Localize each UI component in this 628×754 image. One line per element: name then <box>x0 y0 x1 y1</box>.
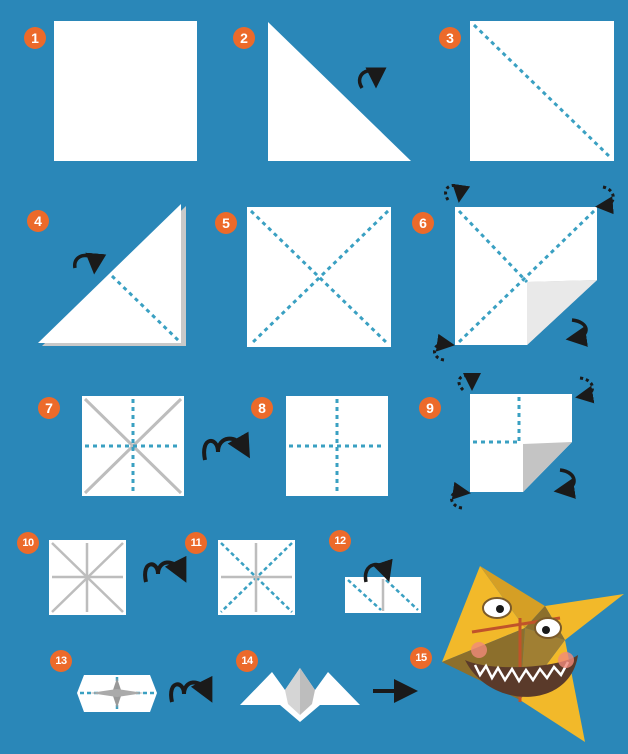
step-2-badge: 2 <box>233 27 255 49</box>
step-9-fold-corner-arrow-icon-tr <box>580 378 593 396</box>
step-11-badge: 11 <box>185 532 207 554</box>
step-13-badge: 13 <box>50 650 72 672</box>
step-15-cheek-left <box>471 642 487 658</box>
step-5-badge: 5 <box>215 212 237 234</box>
step-1-square-paper <box>54 21 197 161</box>
step-8-badge: 8 <box>251 397 273 419</box>
step-9-fold-corner-arrow-icon-bl <box>452 492 463 508</box>
step-4-badge: 4 <box>27 210 49 232</box>
step-3-badge: 3 <box>439 27 461 49</box>
step-7-badge: 7 <box>38 397 60 419</box>
step-15-badge: 15 <box>410 647 432 669</box>
step-7-turn-over-arrow-icon <box>204 439 244 460</box>
step-6-fold-corner-arrow-icon-tl <box>446 185 461 200</box>
step-4-turn-over-arrow-icon <box>75 255 95 268</box>
step-9-fold-corner-arrow-icon-tl <box>459 376 472 390</box>
step-10-badge: 10 <box>17 532 39 554</box>
step-9-folded-corner <box>523 442 572 492</box>
step-6-folded-flap <box>527 280 597 345</box>
step-13-turn-over-arrow-icon <box>171 682 207 702</box>
step-10-turn-over-arrow-icon <box>145 562 181 582</box>
step-6-badge: 6 <box>412 212 434 234</box>
step-2-triangle <box>268 22 411 161</box>
step-2-turn-over-arrow-icon <box>360 71 376 88</box>
step-1-badge: 1 <box>24 27 46 49</box>
step-6-fold-corner-arrow-icon-bl <box>434 344 446 360</box>
step-9-badge: 9 <box>419 397 441 419</box>
step-9-fold-corner-arrow-icon-br <box>560 470 574 490</box>
step-15-finished-fortune-teller <box>442 566 624 742</box>
step-14-badge: 14 <box>236 650 258 672</box>
step-12-badge: 12 <box>329 530 351 552</box>
step-15-cheek-right <box>558 652 574 668</box>
step-6-fold-corner-arrow-icon-br <box>572 320 586 338</box>
step-6-fold-corner-arrow-icon-tr <box>603 187 613 206</box>
